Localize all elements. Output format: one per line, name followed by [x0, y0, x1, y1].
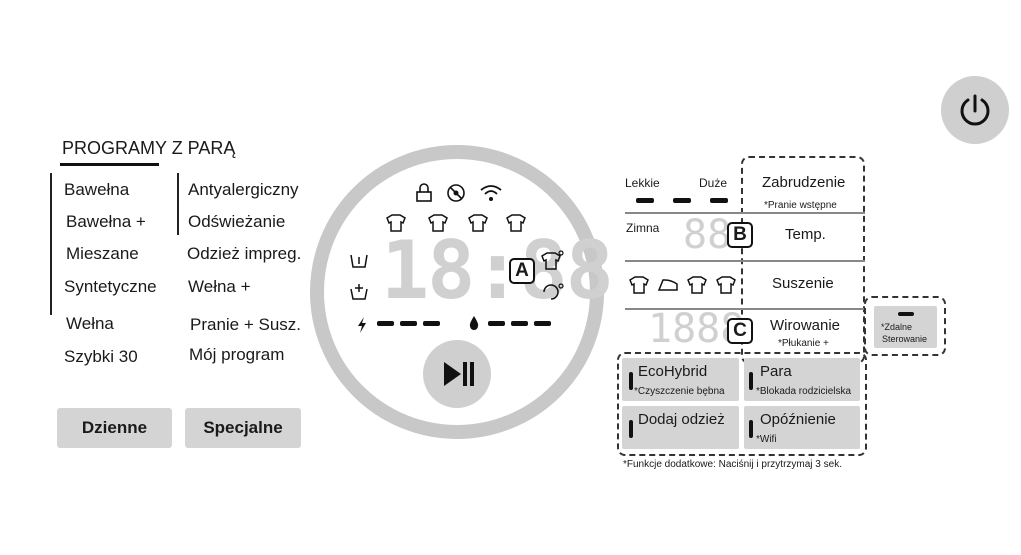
detergent-icon — [350, 254, 368, 268]
ecohybrid-indicator — [629, 372, 633, 390]
delay-button[interactable]: Opóźnienie *Wifi — [744, 406, 860, 449]
water-drop-icon — [469, 316, 479, 330]
settings-divider-1 — [625, 212, 865, 214]
steam-button[interactable]: Para *Blokada rodzicielska — [744, 358, 860, 401]
badge-a: A — [509, 258, 535, 284]
water-bar-1 — [488, 321, 505, 326]
remote-line-2: Sterowanie — [882, 334, 928, 344]
temp-cold-label: Zimna — [626, 221, 660, 235]
energy-bar-2 — [400, 321, 417, 326]
programs-title: PROGRAMY Z PARĄ — [62, 138, 236, 158]
delay-label: Opóźnienie — [760, 411, 836, 428]
soil-sub-label: *Pranie wstępne — [764, 200, 837, 211]
shirt-wash-icon — [386, 214, 406, 232]
steam-sub-label: *Blokada rodzicielska — [756, 386, 852, 397]
add-item-indicator — [629, 420, 633, 438]
ecohybrid-button[interactable]: EcoHybrid *Czyszczenie bębna — [622, 358, 739, 401]
dry-timer-icon — [716, 276, 736, 294]
settings-divider-3 — [625, 308, 865, 310]
dry-shirt-icon — [629, 276, 649, 294]
steam-label: Para — [760, 363, 792, 380]
soil-light-label: Lekkie — [625, 176, 660, 190]
program-welna-plus[interactable]: Wełna + — [188, 277, 251, 296]
shirt-spin-icon — [468, 214, 488, 232]
power-icon — [960, 94, 990, 126]
program-antyalergiczny[interactable]: Antyalergiczny — [188, 180, 299, 199]
spin-sub-label: *Płukanie + — [778, 338, 829, 349]
add-item-label: Dodaj odzież — [638, 411, 725, 428]
energy-icon — [358, 317, 366, 333]
start-pause-button[interactable] — [423, 340, 491, 408]
remote-control-button[interactable]: *Zdalne Sterowanie — [874, 306, 937, 348]
settings-divider-2 — [625, 260, 865, 262]
program-odziez-impreg[interactable]: Odzież impreg. — [187, 244, 302, 263]
badge-c: C — [727, 318, 753, 344]
soil-button[interactable]: Zabrudzenie — [762, 174, 846, 191]
play-pause-icon — [444, 362, 474, 386]
add-item-button[interactable]: Dodaj odzież — [622, 406, 739, 449]
title-underline — [60, 163, 159, 166]
delay-indicator — [749, 420, 753, 438]
remote-line-1: *Zdalne — [881, 322, 913, 332]
steam-refresh-icon — [543, 283, 564, 300]
energy-bar-1 — [377, 321, 394, 326]
softener-icon — [350, 284, 368, 300]
steam-indicator — [749, 372, 753, 390]
functions-footnote: *Funkcje dodatkowe: Naciśnij i przytrzym… — [623, 459, 842, 470]
power-button[interactable] — [941, 76, 1009, 144]
soil-heavy-label: Duże — [699, 176, 728, 190]
child-lock-icon — [416, 183, 432, 202]
iron-icon — [657, 279, 678, 291]
special-button[interactable]: Specjalne — [185, 408, 301, 448]
steam-shirt-icon — [541, 250, 564, 270]
energy-bar-3 — [423, 321, 440, 326]
temp-digits: 88 — [683, 212, 732, 258]
soil-bar-2 — [673, 198, 691, 203]
program-moj-program[interactable]: Mój program — [189, 345, 285, 364]
dry-temp-icon — [687, 276, 707, 294]
water-bar-3 — [534, 321, 551, 326]
program-pranie-susz[interactable]: Pranie + Susz. — [190, 315, 302, 334]
shirt-rinse-icon — [428, 214, 448, 232]
wifi-icon — [480, 185, 502, 201]
program-bawelna-plus[interactable]: Bawełna + — [66, 212, 146, 231]
program-mieszane[interactable]: Mieszane — [66, 244, 139, 263]
spin-button[interactable]: Wirowanie — [770, 317, 841, 334]
soil-bar-1 — [636, 198, 654, 203]
remote-dashed-box — [864, 296, 946, 356]
program-odswiezanie[interactable]: Odświeżanie — [188, 212, 286, 231]
functions-dashed-box — [617, 352, 867, 456]
badge-b: B — [727, 222, 753, 248]
temp-button[interactable]: Temp. — [785, 226, 826, 243]
ecohybrid-label: EcoHybrid — [638, 363, 708, 380]
remote-indicator — [898, 312, 914, 316]
program-divider-left — [50, 173, 52, 315]
program-divider-mid — [177, 173, 179, 235]
time-display: 18:88 — [381, 224, 614, 317]
ecohybrid-sub-label: *Czyszczenie bębna — [634, 386, 725, 397]
program-welna[interactable]: Wełna — [66, 314, 114, 333]
door-lock-icon — [447, 184, 465, 202]
daily-button[interactable]: Dzienne — [57, 408, 172, 448]
shirt-dry-icon — [506, 214, 526, 232]
program-syntetyczne[interactable]: Syntetyczne — [64, 277, 157, 296]
water-bar-2 — [511, 321, 528, 326]
program-szybki-30[interactable]: Szybki 30 — [64, 347, 138, 366]
dry-button[interactable]: Suszenie — [772, 275, 834, 292]
program-bawelna[interactable]: Bawełna — [64, 180, 130, 199]
delay-sub-label: *Wifi — [756, 434, 777, 445]
soil-bar-3 — [710, 198, 728, 203]
